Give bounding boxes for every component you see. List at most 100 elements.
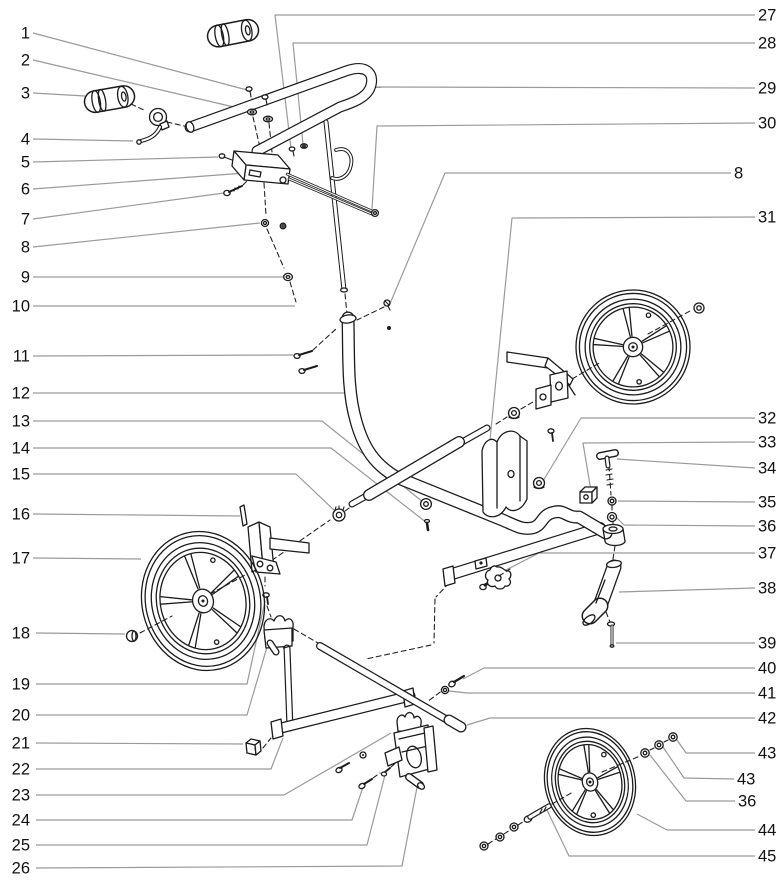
- callout-45-47: 45: [758, 848, 776, 866]
- leader-line-36-36: [615, 516, 756, 527]
- callout-38-38: 38: [758, 580, 776, 598]
- flange-nut-32: [532, 476, 546, 490]
- callout-41-41: 41: [758, 685, 776, 703]
- leader-line-26-25: [35, 781, 419, 869]
- leader-line-31-31: [489, 216, 756, 441]
- axle-tube: [348, 424, 491, 508]
- callout-24-23: 24: [12, 812, 30, 830]
- callout-33-33: 33: [758, 434, 776, 452]
- callout-25-24: 25: [12, 837, 30, 855]
- callout-36-45: 36: [738, 793, 756, 811]
- leader-line-14-13: [33, 447, 428, 524]
- callout-4-3: 4: [21, 131, 30, 149]
- callout-22-21: 22: [12, 761, 30, 779]
- pull-rods: [285, 172, 380, 218]
- leader-line-21-20: [35, 742, 244, 745]
- callout-31-31: 31: [758, 209, 776, 227]
- leader-line-25-24: [36, 774, 386, 846]
- leader-line-19-18: [36, 600, 266, 685]
- pail-shroud: [481, 430, 528, 518]
- callout-32-32: 32: [758, 410, 776, 428]
- leader-line-20-19: [36, 629, 273, 716]
- callout-34-34: 34: [758, 460, 776, 478]
- upper-wheel-bracket: [506, 302, 705, 442]
- callout-40-40: 40: [758, 660, 776, 678]
- callout-2-1: 2: [21, 52, 30, 70]
- leader-line-17-16: [32, 557, 142, 560]
- callout-29-28: 29: [758, 80, 776, 98]
- leader-line-43-43: [676, 739, 755, 754]
- leader-line-6-5: [32, 172, 246, 190]
- callout-11-10: 11: [13, 348, 30, 366]
- callout-28-27: 28: [758, 35, 776, 53]
- leader-line-4-3: [32, 138, 134, 142]
- callout-27-26: 27: [758, 7, 776, 25]
- leader-line-42-42: [466, 717, 755, 726]
- handlebar: [184, 63, 378, 157]
- callout-35-35: 35: [758, 494, 776, 512]
- leader-line-28-27: [292, 42, 755, 145]
- leader-lines: [32, 14, 756, 869]
- callout-8-30: 8: [734, 165, 743, 183]
- leader-line-43-44: [662, 746, 735, 780]
- leader-line-3-2: [32, 92, 86, 97]
- leader-line-35-35: [617, 500, 756, 503]
- star-knob: [479, 565, 512, 591]
- callout-19-18: 19: [12, 676, 30, 694]
- callout-17-16: 17: [12, 550, 30, 568]
- leader-line-37-37: [499, 552, 755, 574]
- leader-line-29-28: [369, 86, 756, 89]
- callout-20-19: 20: [12, 707, 30, 725]
- leader-line-8-30: [388, 172, 731, 307]
- handle-mount-housing: [231, 150, 291, 185]
- brake-lever: [136, 107, 170, 145]
- hub-cap-18: [125, 629, 139, 643]
- left-wheel-bracket: [239, 504, 310, 575]
- leader-line-7-6: [32, 192, 225, 220]
- exploded-drawing: [83, 18, 705, 851]
- callout-18-17: 18: [12, 625, 30, 643]
- caster-leg-assembly: [245, 592, 467, 790]
- callout-21-20: 21: [12, 735, 30, 753]
- axle-fasteners: [332, 497, 433, 532]
- upper-right-wheel: [575, 289, 691, 405]
- callout-44-46: 44: [758, 822, 776, 840]
- leader-line-16-15: [32, 513, 241, 517]
- callout-8-7: 8: [21, 239, 30, 257]
- leader-line-24-23: [36, 786, 364, 821]
- handle-grip-top: [206, 18, 260, 48]
- leader-line-5-4: [32, 156, 219, 163]
- callout-10-9: 10: [12, 298, 30, 316]
- leader-line-33-33: [582, 441, 756, 492]
- leader-line-27-26: [274, 14, 755, 149]
- callout-37-37: 37: [758, 545, 776, 563]
- callout-36-36: 36: [758, 518, 776, 536]
- leader-line-40-40: [462, 667, 755, 680]
- main-frame-tube: [339, 311, 613, 540]
- leader-line-23-22: [36, 732, 392, 796]
- callout-23-22: 23: [12, 787, 30, 805]
- callout-3-2: 3: [21, 85, 30, 103]
- callout-6-5: 6: [21, 181, 30, 199]
- callout-15-14: 15: [12, 466, 30, 484]
- callout-9-8: 9: [21, 269, 30, 287]
- leader-line-45-47: [545, 807, 755, 857]
- callout-13-12: 13: [12, 413, 30, 431]
- leader-line-8-7: [32, 222, 261, 248]
- leader-line-2-1: [32, 59, 252, 112]
- callout-30-29: 30: [758, 115, 776, 133]
- callout-42-42: 42: [758, 710, 776, 728]
- leader-line-36-45: [649, 754, 735, 802]
- callout-43-43: 43: [758, 745, 776, 763]
- callout-14-13: 14: [12, 440, 30, 458]
- handle-grip-left: [83, 85, 136, 114]
- leader-line-44-46: [636, 813, 755, 831]
- leader-line-32-32: [542, 417, 755, 482]
- bottom-right-wheel: [543, 727, 637, 837]
- callout-39-39: 39: [758, 635, 776, 653]
- left-wheel: [140, 530, 266, 672]
- leader-line-1-0: [32, 32, 248, 91]
- callout-labels: 1234567891011121314151617181920212223242…: [12, 7, 777, 878]
- hose-hook: [323, 119, 354, 293]
